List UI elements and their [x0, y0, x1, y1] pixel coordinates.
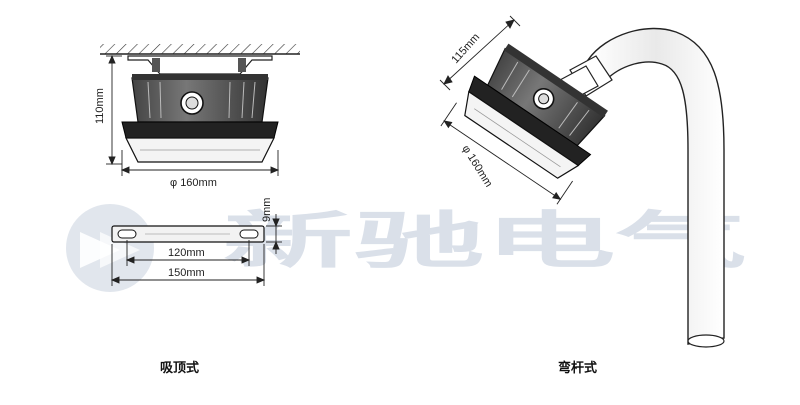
- pole-end-cap: [687, 334, 725, 348]
- ceiling-diameter-label: φ 160mm: [170, 177, 217, 189]
- bracket-hole-span-label: 120mm: [168, 247, 205, 259]
- ceiling-diameter-dimension: [120, 150, 280, 176]
- bent-pole: [587, 27, 725, 345]
- watermark: 新驰电气: [66, 204, 747, 292]
- bent-pole-drawing: 115mm φ 160mm: [439, 15, 725, 348]
- pole-height-label: 115mm: [449, 31, 482, 66]
- bracket-thickness-label: 9mm: [261, 198, 273, 222]
- caption-ceiling-mount: 吸顶式: [160, 360, 199, 376]
- ceiling-bracket: [127, 55, 273, 75]
- ceiling-height-label: 110mm: [94, 88, 106, 124]
- caption-bent-pole: 弯杆式: [558, 360, 597, 376]
- pole-height-dimension: [439, 15, 521, 91]
- ceiling-hatch: [100, 44, 300, 54]
- pole-diameter-label: φ 160mm: [459, 143, 494, 189]
- watermark-brand-text: 新驰电气: [222, 204, 747, 277]
- bracket-thickness-dimension: [266, 214, 282, 254]
- pole-lamp: [440, 43, 608, 205]
- bracket-hole-span-dimension: [125, 240, 251, 266]
- bracket-length-dimension: [110, 244, 266, 286]
- flat-bracket-drawing: 9mm 120mm 150mm: [110, 198, 282, 286]
- ceiling-height-dimension: [106, 54, 122, 166]
- watermark-logo-icon: [66, 204, 154, 292]
- ceiling-lamp-ring: [121, 121, 279, 139]
- ceiling-mount-drawing: 110mm φ 160mm: [94, 44, 300, 189]
- bracket-length-label: 150mm: [168, 267, 205, 279]
